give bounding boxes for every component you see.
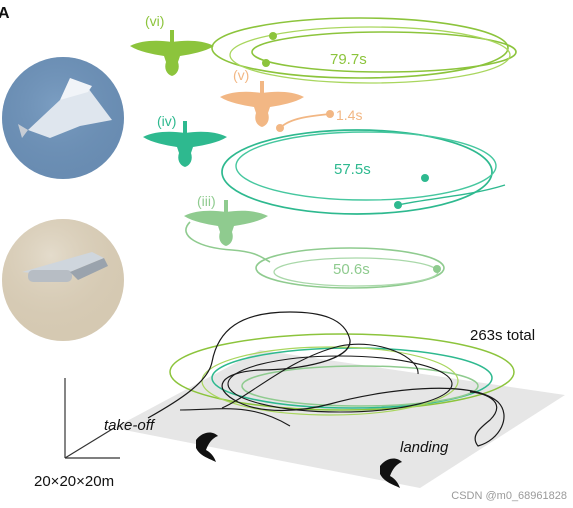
- combined-trajectory: [147, 311, 515, 447]
- phase-v: (v) 1.4s: [220, 67, 362, 132]
- bird-iv-icon: [143, 121, 227, 167]
- panel-letter: A: [0, 5, 10, 22]
- phase-iv-duration: 57.5s: [334, 161, 371, 178]
- phase-iv: (iv) 57.5s: [143, 113, 506, 215]
- pigeon-photo-icon: [2, 57, 124, 179]
- total-duration-label: 263s total: [470, 327, 535, 344]
- bird-vi-icon: [130, 30, 214, 76]
- robot-bird-photo-icon: [2, 219, 124, 341]
- takeoff-bird-icon: [196, 432, 218, 462]
- phase-iv-label: (iv): [157, 113, 176, 129]
- phase-iii-duration: 50.6s: [333, 261, 370, 278]
- phase-vi-label: (vi): [145, 13, 164, 29]
- takeoff-label: take-off: [104, 417, 156, 434]
- phase-vi: (vi) 79.7s: [130, 13, 517, 84]
- watermark: CSDN @m0_68961828: [451, 490, 567, 502]
- scale-label: 20×20×20m: [34, 473, 114, 490]
- phase-iii: (iii) 50.6s: [184, 193, 445, 289]
- phase-v-duration: 1.4s: [336, 107, 362, 123]
- landing-label: landing: [400, 439, 449, 456]
- phase-v-label: (v): [233, 67, 249, 83]
- landing-bird-icon: [380, 458, 402, 488]
- phase-vi-duration: 79.7s: [330, 51, 367, 68]
- phase-iii-label: (iii): [197, 193, 216, 209]
- ground-plane: [114, 350, 565, 488]
- scale-axes: [64, 378, 120, 459]
